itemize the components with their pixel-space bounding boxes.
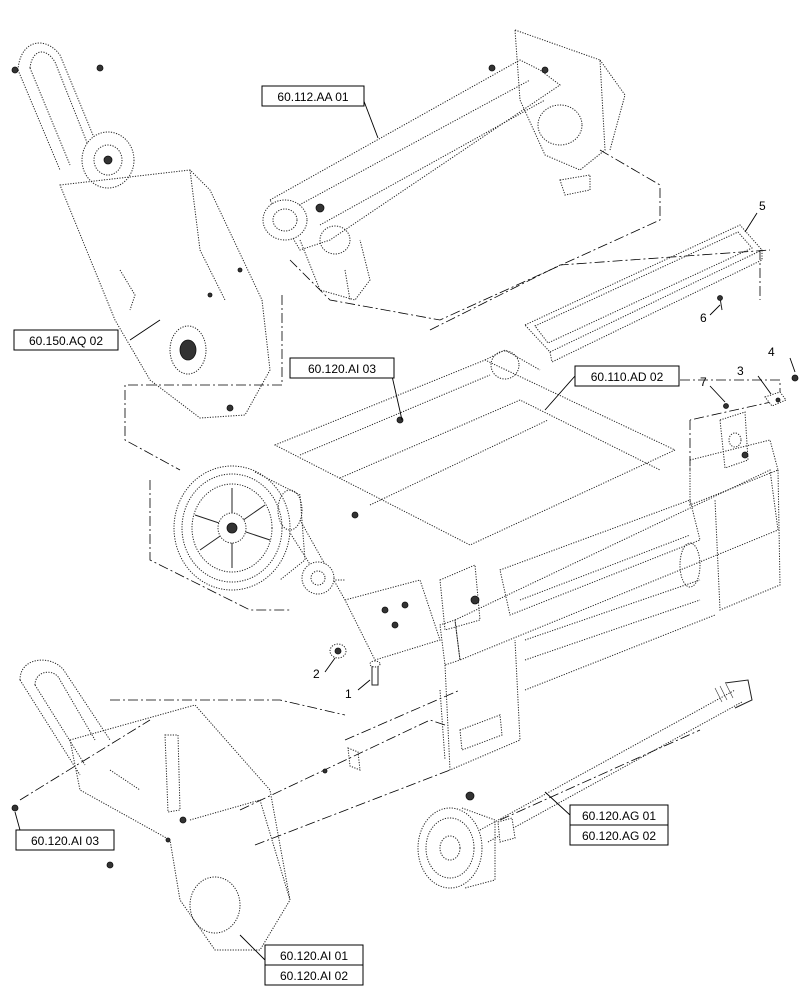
- callout-3[interactable]: 3: [737, 364, 744, 378]
- cover-plate-5: [524, 224, 763, 363]
- left-belt-shield-lower: [11, 659, 291, 951]
- left-belt-shield-upper: [11, 42, 271, 419]
- callout-5[interactable]: 5: [759, 199, 766, 213]
- callout-2[interactable]: 2: [313, 667, 320, 681]
- ref-box-60-110-ad-02[interactable]: 60.110.AD 02: [574, 365, 680, 387]
- drive-shaft-pulley: [417, 679, 753, 889]
- ref-box-60-120-ai[interactable]: 60.120.AI 01 60.120.AI 02: [264, 944, 364, 986]
- ref-label: 60.120.AG 02: [582, 829, 656, 843]
- callout-7[interactable]: 7: [700, 375, 707, 389]
- flywheel-pulley: [173, 465, 306, 591]
- ref-label: 60.120.AI 02: [280, 969, 348, 983]
- callout-4[interactable]: 4: [768, 345, 775, 359]
- bottom-center-hardware: [322, 747, 361, 774]
- ref-box-60-120-ai-03-bottom[interactable]: 60.120.AI 03: [15, 829, 115, 851]
- ref-box-60-150-aq-02[interactable]: 60.150.AQ 02: [13, 329, 119, 351]
- ref-box-60-112-aa-01[interactable]: 60.112.AA 01: [261, 85, 365, 107]
- ref-box-60-120-ag[interactable]: 60.120.AG 01 60.120.AG 02: [569, 804, 669, 846]
- assembly-guide-lines: [19, 149, 781, 846]
- ref-label: 60.120.AG 01: [582, 809, 656, 823]
- ref-label: 60.120.AI 01: [280, 949, 348, 963]
- ref-label: 60.112.AA 01: [277, 90, 349, 104]
- callout-6[interactable]: 6: [700, 311, 707, 325]
- ref-label: 60.120.AI 03: [308, 362, 376, 376]
- upper-conveyor-assembly: [262, 29, 626, 301]
- ref-label: 60.110.AD 02: [591, 370, 664, 384]
- callout-1[interactable]: 1: [345, 687, 352, 701]
- bolt-1-washer-2: [329, 643, 381, 686]
- leader-lines: [14, 95, 796, 961]
- ref-label: 60.150.AQ 02: [29, 334, 103, 348]
- ref-box-60-120-ai-03-top[interactable]: 60.120.AI 03: [289, 357, 395, 379]
- ref-label: 60.120.AI 03: [31, 834, 99, 848]
- small-hardware-right: [717, 295, 799, 409]
- main-frame-assembly: [273, 349, 781, 771]
